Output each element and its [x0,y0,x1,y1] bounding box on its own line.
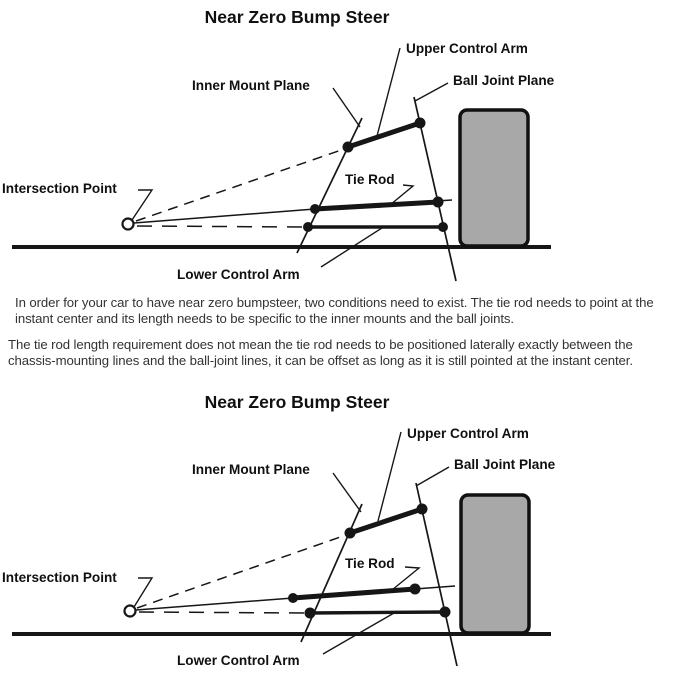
lower-ball-joint-dot [438,222,448,232]
lower-inner-mount-dot [304,607,316,619]
upper-arm-axis-dashed-line [136,533,350,609]
lower-control-arm-leader [320,225,386,268]
label-inner-mount-plane: Inner Mount Plane [192,462,310,477]
diagram-title: Near Zero Bump Steer [205,7,390,27]
upper-inner-mount-dot [342,141,354,153]
upper-ball-joint-dot [414,117,426,129]
lower-control-arm-leader [322,612,395,655]
intersection-point-marker [123,604,137,618]
body-paragraph-1: In order for your car to have near zero … [15,295,654,327]
upper-control-arm-leader [377,431,402,522]
upper-control-arm-line [345,120,423,150]
inner-mount-plane-leader [332,87,361,128]
lower-inner-mount-dot [303,222,313,232]
label-inner-mount-plane: Inner Mount Plane [192,78,310,93]
ball-joint-plane-leader [415,466,450,487]
tie-rod-leader [389,184,415,206]
tie-rod-inner-dot [288,593,298,603]
tie-rod-outer-dot [432,196,444,208]
label-tie-rod: Tie Rod [345,172,395,187]
ball-joint-plane-leader [414,82,449,102]
lower-arm-axis-dashed-line [138,611,307,614]
upper-arm-axis-dashed-line [135,147,348,222]
lower-control-arm-line [308,610,447,615]
label-intersection-point: Intersection Point [2,181,117,196]
tie-rod-inner-dot [310,204,320,214]
intersection-point-leader [131,189,154,221]
label-ball-joint-plane: Ball Joint Plane [453,73,555,88]
bump-steer-diagram-bottom: Near Zero Bump Steer Upper [2,392,556,668]
lower-arm-axis-dashed-line [136,225,305,228]
label-ball-joint-plane: Ball Joint Plane [454,457,556,472]
label-lower-control-arm: Lower Control Arm [177,267,300,282]
tie-rod-line [290,586,418,601]
tire [458,108,530,248]
label-intersection-point: Intersection Point [2,570,117,585]
lower-ball-joint-dot [439,606,451,618]
inner-mount-plane-line [300,503,363,643]
label-tie-rod: Tie Rod [345,556,395,571]
bump-steer-diagram-top: Near Zero Bump Steer Upper [2,7,555,282]
upper-control-arm-leader [376,47,401,137]
tie-rod-leader [391,566,421,591]
tire [459,493,531,635]
intersection-point-leader [133,577,154,608]
tie-rod-outer-dot [409,583,421,595]
upper-inner-mount-dot [344,527,356,539]
body-paragraph-2: The tie rod length requirement does not … [8,337,633,369]
label-upper-control-arm: Upper Control Arm [407,426,529,441]
upper-ball-joint-dot [416,503,428,515]
intersection-point-marker [121,217,135,231]
tie-rod-line [312,199,441,212]
label-lower-control-arm: Lower Control Arm [177,653,300,668]
label-upper-control-arm: Upper Control Arm [406,41,528,56]
inner-mount-plane-leader [332,472,362,513]
diagram-title: Near Zero Bump Steer [205,392,390,412]
upper-control-arm-line [347,506,425,536]
